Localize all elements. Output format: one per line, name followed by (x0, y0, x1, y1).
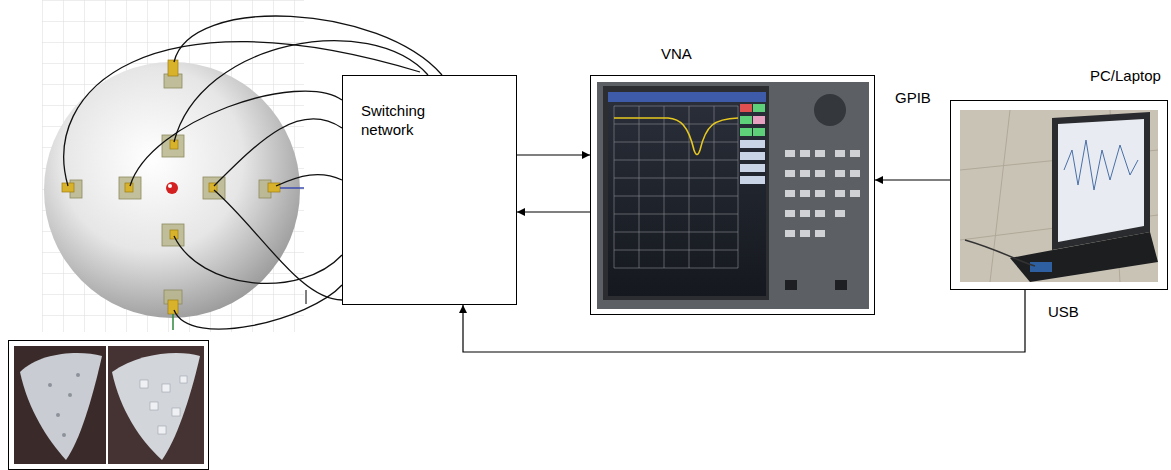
cable-photo (965, 240, 1035, 266)
vna-grid (614, 106, 738, 268)
signal-arrow (463, 290, 1025, 352)
center-dot (166, 182, 178, 194)
axis-line (280, 187, 304, 189)
signal-arrow (875, 179, 950, 180)
interface-label: USB (1046, 303, 1081, 320)
switch-box: Switching network (342, 75, 517, 305)
interface-label: GPIB (893, 89, 933, 106)
pc-photo (960, 110, 1158, 282)
inset-frame (9, 341, 209, 470)
signal-arrow (517, 211, 590, 212)
floor-tiles (960, 110, 1158, 282)
shell-dots (48, 373, 80, 437)
shell-piece (112, 353, 200, 460)
shell-patches (140, 376, 187, 434)
inset-photo (14, 346, 106, 464)
center-dot-highlight (168, 184, 172, 188)
vna-title-bar (608, 92, 766, 102)
signal-arrow (517, 154, 590, 155)
vna-screen-bezel (603, 86, 769, 300)
grid-background (42, 0, 304, 332)
usb-device (1030, 262, 1052, 272)
computer-box: PC/Laptop (950, 100, 1168, 290)
axis-line (172, 314, 174, 330)
shell-piece (20, 353, 102, 460)
box-title: Switching network (361, 102, 453, 140)
box-heading: PC/Laptop (1090, 67, 1161, 84)
laptop-lid (1052, 112, 1150, 250)
vna-side-buttons (740, 104, 765, 184)
laptop-screen-plot (1064, 140, 1138, 190)
inset-photo (108, 346, 204, 464)
box-heading: VNA (661, 45, 692, 62)
vna-photo (597, 82, 869, 309)
marker-line (306, 290, 307, 304)
vna-screen (608, 92, 766, 296)
vna-trace (614, 118, 738, 155)
connectors (62, 60, 280, 314)
laptop-screen (1058, 119, 1144, 242)
instrument-box: VNA (590, 75, 875, 315)
antenna-patches (70, 74, 271, 304)
vna-keypad (785, 94, 860, 290)
